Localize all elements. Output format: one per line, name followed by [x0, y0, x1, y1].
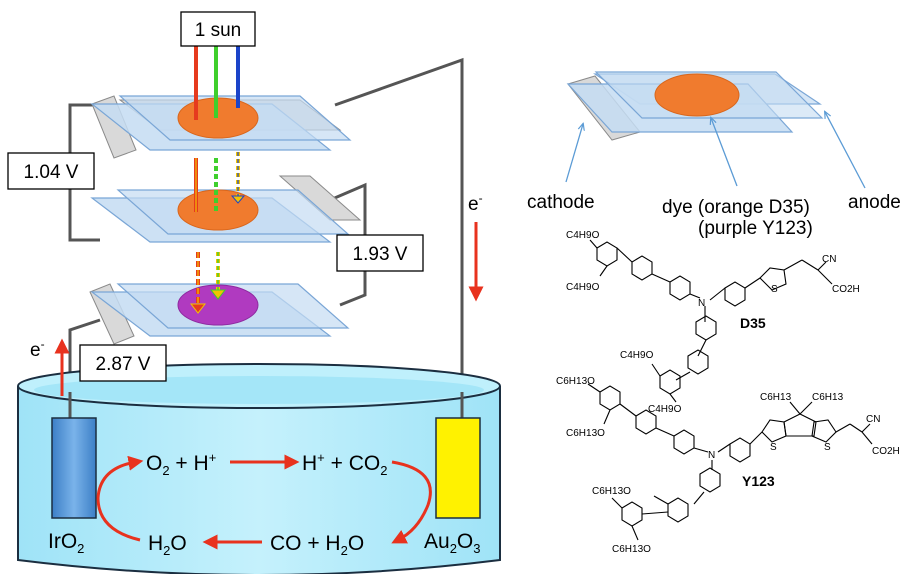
cell-bottom — [89, 283, 350, 345]
voltage-box-3: 2.87 V — [79, 344, 167, 382]
reaction-cycle-arrows — [96, 454, 432, 550]
svg-text:C4H9O: C4H9O — [620, 350, 654, 361]
svg-text:CN: CN — [866, 414, 880, 425]
au2o3-electrode — [435, 417, 481, 519]
cell-top — [90, 95, 352, 159]
svg-text:C4H9O: C4H9O — [566, 230, 600, 241]
legend-dye — [654, 73, 740, 117]
cell-legend: cathode dye (orange D35) (purple Y123) a… — [527, 71, 901, 239]
reaction-h-co2: H+ + CO2 — [302, 450, 387, 478]
anode-label: anode — [848, 192, 901, 213]
reaction-co-h2o: CO + H2O — [270, 532, 364, 558]
reaction-h2o: H2O — [148, 532, 187, 558]
svg-text:C6H13: C6H13 — [760, 392, 792, 403]
svg-text:C6H13: C6H13 — [812, 392, 844, 403]
svg-text:C6H13O: C6H13O — [612, 544, 651, 555]
svg-text:C4H9O: C4H9O — [566, 282, 600, 293]
svg-text:S: S — [770, 442, 777, 453]
svg-text:CN: CN — [822, 254, 836, 265]
y123-labels: C6H13O C6H13O N S S C6H13 C6H13 CN CO2H … — [556, 376, 900, 555]
voltage-1: 1.04 V — [24, 162, 79, 183]
voltage-3: 2.87 V — [96, 354, 151, 375]
electron-right: e- — [468, 191, 484, 302]
svg-text:N: N — [698, 298, 705, 309]
cell-middle — [90, 175, 362, 243]
purple-dye-bottom — [177, 284, 259, 326]
voltage-box-1: 1.04 V — [7, 152, 95, 190]
d35-structure — [589, 239, 833, 403]
svg-text:C6H13O: C6H13O — [592, 486, 631, 497]
svg-text:e-: e- — [30, 337, 45, 361]
sun-box: 1 sun — [180, 11, 256, 47]
sun-label: 1 sun — [195, 20, 241, 41]
y123-structure — [587, 383, 873, 541]
svg-text:S: S — [824, 442, 831, 453]
svg-text:C6H13O: C6H13O — [566, 428, 605, 439]
iro2-label: IrO2 — [48, 530, 84, 556]
svg-text:S: S — [771, 284, 778, 295]
dye-label-1: dye (orange D35) — [662, 197, 810, 218]
svg-text:CO2H: CO2H — [872, 446, 900, 457]
cathode-label: cathode — [527, 192, 595, 213]
reaction-o2-h: O2 + H+ — [146, 450, 216, 478]
dye-label-2: (purple Y123) — [698, 218, 813, 239]
svg-text:C6H13O: C6H13O — [556, 376, 595, 387]
d35-name: D35 — [740, 315, 766, 331]
svg-text:N: N — [708, 450, 715, 461]
svg-text:e-: e- — [468, 191, 483, 215]
light-beams — [189, 40, 246, 314]
dssc-stack — [89, 95, 362, 345]
iro2-electrode — [51, 417, 97, 519]
voltage-box-2: 1.93 V — [336, 234, 424, 272]
y123-name: Y123 — [742, 473, 775, 489]
voltage-2: 1.93 V — [353, 244, 408, 265]
electron-left: e- — [30, 337, 70, 396]
svg-text:C4H9O: C4H9O — [648, 404, 682, 415]
d35-labels: C4H9O C4H9O N S CN CO2H C4H9O C4H9O D35 — [566, 230, 860, 415]
au2o3-label: Au2O3 — [424, 530, 481, 556]
svg-text:CO2H: CO2H — [832, 284, 860, 295]
